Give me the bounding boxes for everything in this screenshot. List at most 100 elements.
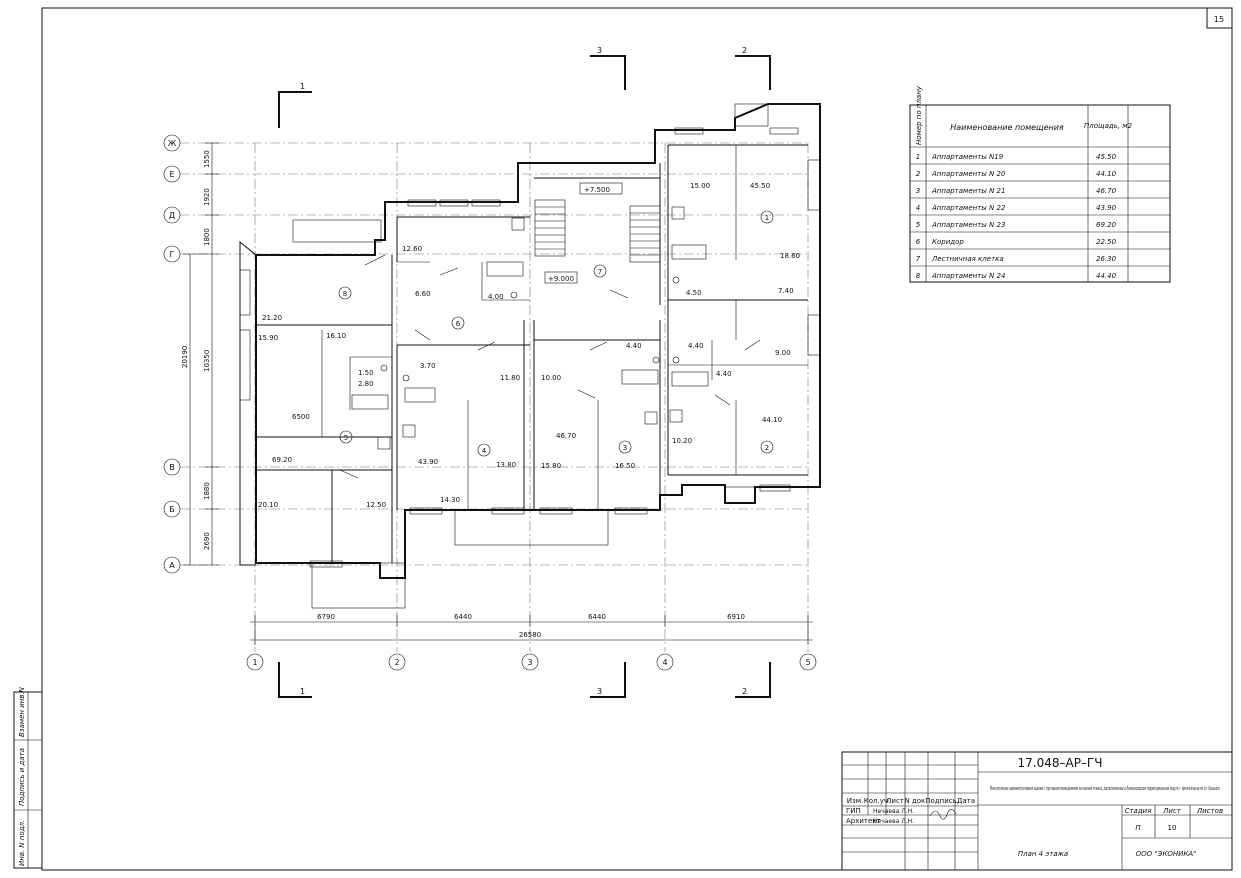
grid-lines: [180, 142, 810, 652]
company-name: ООО "ЭКОНИКА": [1136, 850, 1197, 858]
stage-label: Стадия: [1125, 807, 1152, 815]
table-cell-name: Лестничная клетка: [931, 255, 1004, 263]
side-stamp-sign: Подпись и дата: [18, 748, 26, 806]
area-label: 4.00: [488, 293, 504, 301]
area-label: 15.80: [541, 462, 561, 470]
room-number: 6: [456, 320, 461, 328]
area-label: 20.10: [258, 501, 278, 509]
stage-value: П: [1135, 824, 1141, 832]
col-header: Дата: [957, 797, 975, 805]
drawing-name: План 4 этажа: [1018, 850, 1068, 858]
area-label: 10.20: [672, 437, 692, 445]
table-cell-area: 44.10: [1096, 170, 1117, 178]
area-labels: 15.00 45.50 18.60 7.40 9.00 44.10 4.40 1…: [258, 182, 800, 509]
area-label: 45.50: [750, 182, 770, 190]
table-header: Площадь, м2: [1084, 122, 1133, 130]
room-number: 2: [765, 444, 769, 452]
table-header: Номер по плану: [915, 85, 923, 145]
col-header: N док.: [904, 797, 927, 805]
level-mark: +7.500: [584, 186, 610, 194]
room-number: 1: [765, 214, 769, 222]
axis-letter: В: [169, 463, 175, 472]
area-label: 15.00: [690, 182, 710, 190]
sheet-number-box: [1206, 7, 1233, 29]
area-label: 6.60: [415, 290, 431, 298]
staircases: [534, 182, 661, 284]
vertical-dimensions: 1550 1920 1800 10350 1880 2690 20190: [181, 142, 219, 566]
room-number: 5: [344, 434, 348, 442]
table-cell-name: Аппартаменты N 21: [931, 187, 1005, 195]
col-header: Подпись: [925, 797, 957, 805]
table-cell-name: Коридор: [932, 238, 964, 246]
area-label: 18.60: [780, 252, 800, 260]
exterior-walls: [239, 103, 821, 609]
table-cell-name: Аппартаменты N 23: [931, 221, 1005, 229]
room-number: 4: [482, 447, 487, 455]
axis-number: 2: [394, 658, 399, 667]
table-cell-area: 26.30: [1096, 255, 1117, 263]
table-cell-area: 46.70: [1096, 187, 1117, 195]
area-label: 2.80: [358, 380, 374, 388]
vert-dim-total: 20190: [181, 346, 189, 368]
section-mark: 1: [300, 687, 305, 696]
sheet-number: 15: [1214, 15, 1224, 24]
col-header: Лист: [886, 797, 904, 805]
doors: [339, 254, 761, 479]
section-marks: 1 1 2 2 3 3: [278, 46, 771, 698]
vert-dim: 1550: [203, 150, 211, 168]
table-cell-area: 43.90: [1096, 204, 1117, 212]
project-description: Многоэтажное административное здание с т…: [990, 786, 1220, 792]
side-stamp-inv: Инв. N подл.: [18, 820, 26, 866]
area-label: 69.20: [272, 456, 292, 464]
table-cell-area: 69.20: [1096, 221, 1117, 229]
area-label: 14.30: [440, 496, 460, 504]
area-label: 43.90: [418, 458, 438, 466]
area-label: 15.90: [258, 334, 278, 342]
room-number: 3: [623, 444, 627, 452]
name-architect: Нечаева Л.Н.: [873, 818, 914, 825]
section-mark: 3: [597, 46, 602, 55]
area-label: 12.50: [366, 501, 386, 509]
section-mark: 3: [597, 687, 602, 696]
vert-dim: 1800: [203, 228, 211, 246]
axis-letter: Д: [169, 211, 175, 220]
table-cell-area: 45.50: [1096, 153, 1117, 161]
area-label: 11.80: [500, 374, 520, 382]
table-cell-number: 4: [916, 204, 920, 212]
area-label: 4.40: [626, 342, 642, 350]
drawing-code: 17.048–АР–ГЧ: [1018, 756, 1103, 770]
col-header: Кол.уч.: [864, 797, 890, 805]
horizontal-dimensions: 6790 6440 6440 6910 26580: [250, 613, 813, 645]
axis-letter: Е: [169, 170, 174, 179]
table-cell-name: Аппартаменты N 20: [931, 170, 1006, 178]
area-label: 12.60: [402, 245, 422, 253]
inner-dim: 6500: [292, 413, 310, 421]
table-cell-area: 22.50: [1096, 238, 1117, 246]
table-cell-number: 6: [916, 238, 921, 246]
room-schedule-table: Номер по плану Наименование помещения Пл…: [909, 85, 1171, 283]
table-cell-area: 44.40: [1096, 272, 1117, 280]
sheet-label: Лист: [1162, 807, 1182, 815]
section-mark: 2: [742, 687, 747, 696]
axis-number: 5: [805, 658, 810, 667]
vert-dim: 1920: [203, 188, 211, 206]
col-header: Изм.: [847, 797, 863, 805]
area-label: 7.40: [778, 287, 794, 295]
room-number: 7: [598, 268, 602, 276]
area-label: 46.70: [556, 432, 576, 440]
level-mark: +9.000: [548, 275, 574, 283]
section-mark: 2: [742, 46, 747, 55]
horiz-dim-total: 26580: [519, 631, 541, 639]
windows: [309, 127, 799, 568]
table-cell-name: Аппартаменты N 22: [931, 204, 1006, 212]
fixtures: [351, 206, 709, 450]
axis-numbers: 1 2 3 4 5: [246, 653, 817, 671]
table-cell-number: 7: [916, 255, 921, 263]
sheet-value: 10: [1168, 824, 1177, 832]
name-gip: Нечаева Л.Н.: [873, 808, 914, 815]
area-label: 13.80: [496, 461, 516, 469]
area-label: 3.70: [420, 362, 436, 370]
section-mark: 1: [300, 82, 305, 91]
